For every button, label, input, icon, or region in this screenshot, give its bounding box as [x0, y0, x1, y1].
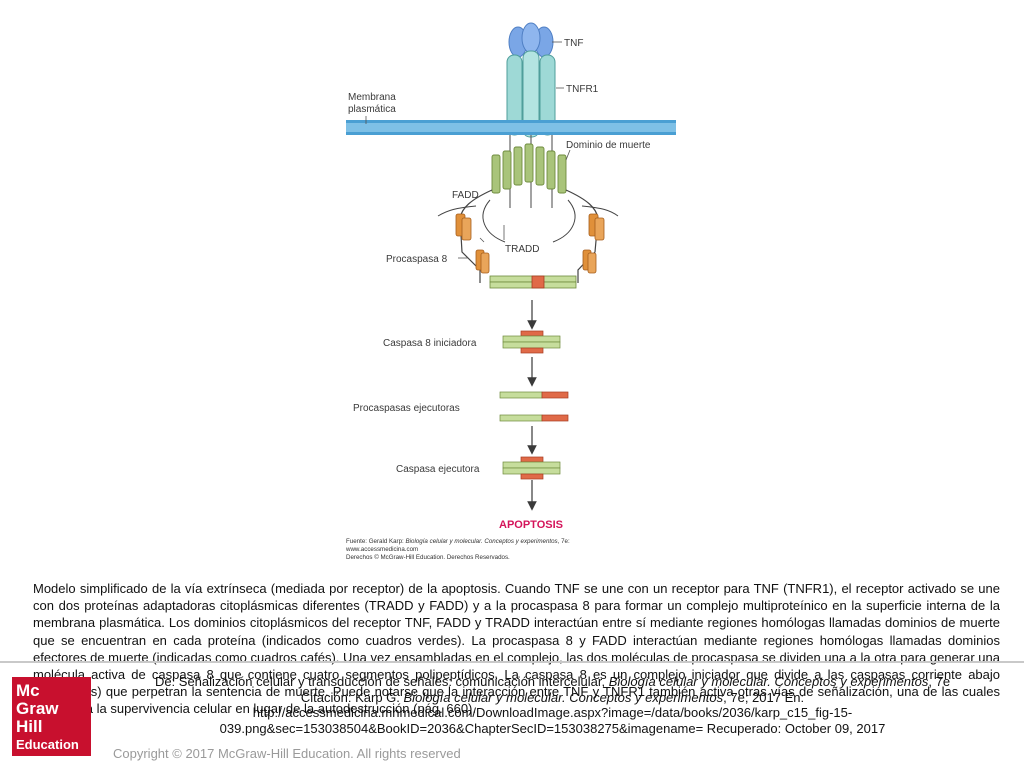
label-tradd: TRADD [505, 244, 539, 255]
logo-graw: Graw [16, 699, 59, 718]
label-procaspasa-8: Procaspasa 8 [386, 254, 448, 265]
source-line-2: www.accessmedicina.com [345, 546, 418, 553]
source-line-1: Fuente: Gerald Karp: Biología celular y … [346, 538, 570, 545]
apoptosis-pathway-diagram: TNF TNFR1 Membrana plasmática Dominio de… [300, 20, 720, 565]
copyright-notice: Copyright © 2017 McGraw-Hill Education. … [113, 746, 461, 761]
label-tnf: TNF [564, 38, 583, 49]
tnfr1-receptor [506, 50, 564, 138]
procaspase-8-bar [489, 275, 577, 289]
label-procaspasas-ejecutoras: Procaspasas ejecutoras [353, 403, 460, 414]
logo-education: Education [16, 737, 79, 752]
mcgraw-hill-logo: Mc Graw Hill Education [12, 677, 91, 756]
citation-line-2: Citación: Karp G. Biología celular y mol… [300, 689, 805, 705]
death-domains [491, 143, 571, 194]
label-fadd: FADD [452, 190, 479, 201]
executioner-procaspases [499, 391, 569, 422]
citation-url-line-2[interactable]: 039.png&sec=153038504&BookID=2036&Chapte… [219, 720, 886, 736]
label-caspasa-ejecutora: Caspasa ejecutora [396, 464, 480, 475]
source-credit: Fuente: Gerald Karp: Biología celular y … [345, 538, 570, 561]
logo-hill: Hill [16, 717, 43, 736]
plasma-membrane [346, 116, 676, 135]
citation-url-line-1[interactable]: http://accessmedicina.mhmedical.com/Down… [252, 705, 853, 720]
label-membrana-1: Membrana [348, 92, 396, 103]
caspase-8-initiator [502, 330, 561, 354]
pathway-svg: TNF TNFR1 Membrana plasmática Dominio de… [345, 22, 676, 561]
label-tnfr1: TNFR1 [566, 84, 599, 95]
footer-divider [0, 661, 1024, 663]
label-membrana-2: plasmática [348, 104, 396, 115]
tnf-trimer [508, 22, 562, 58]
logo-mc: Mc [16, 681, 40, 700]
executioner-caspase [502, 456, 561, 480]
fadd-tradd-complex [437, 189, 619, 283]
citation-line-1: De: Señalización celular y transducción … [154, 674, 951, 689]
label-apoptosis: APOPTOSIS [499, 519, 563, 531]
source-line-3: Derechos © McGraw-Hill Education. Derech… [346, 554, 510, 561]
label-dominio-muerte: Dominio de muerte [566, 140, 651, 151]
citation-block: De: Señalización celular y transducción … [100, 674, 1005, 736]
label-caspasa-8-iniciadora: Caspasa 8 iniciadora [383, 338, 477, 349]
